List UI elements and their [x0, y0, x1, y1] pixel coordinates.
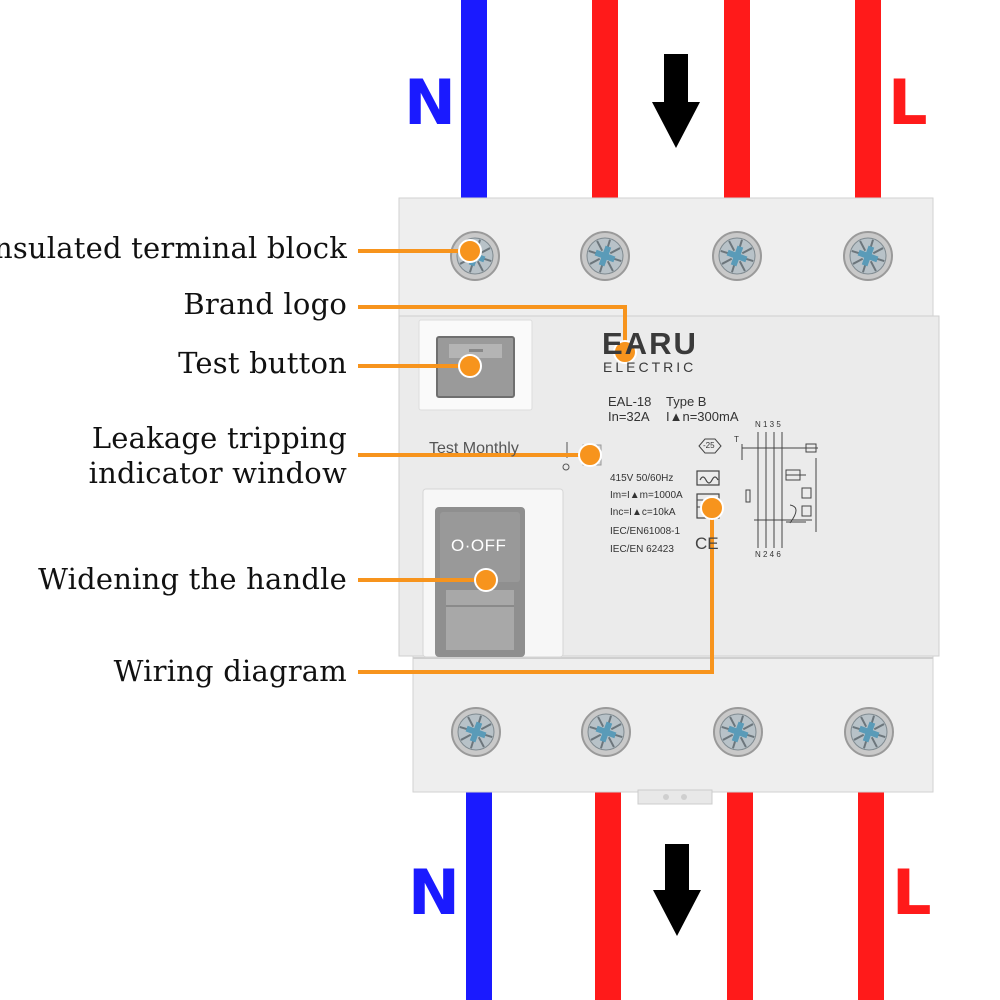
spec-standard-1: IEC/EN61008-1 [610, 526, 681, 537]
rated-current: In=32A [608, 409, 650, 424]
diagram-test-marker: T [734, 435, 739, 444]
line-wire-top-3 [855, 0, 881, 198]
line-label-top: L [888, 66, 928, 139]
down-arrow-top-icon [652, 54, 700, 148]
line-label-bottom: L [892, 856, 932, 929]
callout-test-button: Test button [178, 346, 347, 380]
callout-terminal-block: Insulated terminal block [0, 231, 347, 265]
terminal-screw-icon[interactable] [843, 231, 893, 281]
temperature-rating: -25 [703, 441, 715, 450]
line-wire-bottom-3 [858, 790, 884, 1000]
ac-wave-symbol [696, 470, 720, 486]
terminal-screw-icon[interactable] [580, 231, 630, 281]
callout-dot-terminal [458, 239, 482, 263]
switch-state-label: O·OFF [451, 536, 507, 555]
line-wire-bottom-1 [595, 790, 621, 1000]
brand-sub: ELECTRIC [603, 359, 697, 375]
neutral-wire-top [461, 0, 487, 198]
callout-leakage-line1: Leakage tripping [91, 421, 347, 455]
callout-wiring-diagram: Wiring diagram [113, 654, 347, 688]
callout-dot-test [458, 354, 482, 378]
terminal-screw-icon[interactable] [713, 707, 763, 757]
neutral-label-bottom: N [408, 856, 460, 929]
neutral-label-top: N [404, 66, 456, 139]
line-wire-top-1 [592, 0, 618, 198]
line-wire-top-2 [724, 0, 750, 198]
callout-handle: Widening the handle [38, 562, 347, 596]
callout-dot-leakage [578, 443, 602, 467]
callout-line-wiring [358, 510, 714, 674]
diagram-bottom-terminals: N 2 4 6 [755, 550, 781, 559]
callout-line-brand [358, 305, 627, 350]
temperature-rating-hexagon [698, 438, 722, 454]
callout-leakage-line2: indicator window [88, 456, 347, 490]
spec-voltage: 415V 50/60Hz [610, 473, 674, 484]
device-type: Type B [666, 394, 707, 409]
terminal-screw-icon[interactable] [712, 231, 762, 281]
spec-conditional-current: Inc=I▲c=10kA [610, 507, 676, 518]
callout-dot-handle [474, 568, 498, 592]
line-wire-bottom-2 [727, 790, 753, 1000]
test-monthly-label: Test Monthly [429, 440, 519, 457]
down-arrow-bottom-icon [653, 844, 701, 936]
spec-making-capacity: Im=I▲m=1000A [610, 490, 683, 501]
callout-brand-logo: Brand logo [183, 287, 347, 321]
model-number: EAL-18 [608, 394, 652, 409]
diagram-top-terminals: N 1 3 5 [755, 420, 781, 429]
spec-standard-2: IEC/EN 62423 [610, 544, 674, 555]
rated-residual-current: I▲n=300mA [666, 409, 739, 424]
din-clip [637, 789, 713, 805]
terminal-screw-icon[interactable] [581, 707, 631, 757]
ce-mark-icon: CE [695, 534, 719, 553]
callout-dot-wiring [700, 496, 724, 520]
brand-logo: EARU [602, 326, 698, 361]
callout-dot-brand [613, 340, 637, 364]
wiring-schematic [741, 432, 818, 548]
callout-leakage-window: Leakage tripping indicator window [89, 421, 347, 491]
neutral-wire-bottom [466, 790, 492, 1000]
terminal-screw-icon[interactable] [844, 707, 894, 757]
terminal-screw-icon[interactable] [451, 707, 501, 757]
